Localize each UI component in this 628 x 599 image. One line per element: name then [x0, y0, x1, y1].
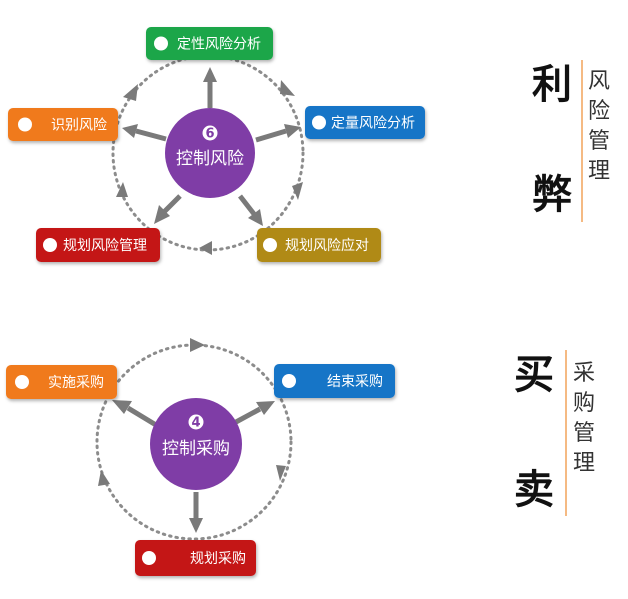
spoke-to-response	[238, 194, 256, 216]
procurement-subtitle-char: 采	[573, 361, 595, 386]
procurement-title: 买 卖 采 购 管 理	[514, 350, 595, 516]
spoke-to-identify-arrowhead	[122, 124, 138, 138]
number-badge	[282, 374, 296, 388]
risk-node-plan-management-number: 1	[46, 239, 54, 252]
procurement-ring-arrowhead	[276, 465, 286, 481]
procurement-node-close-label: 结束采购	[327, 374, 383, 390]
risk-ring-arrowhead	[199, 241, 212, 255]
procurement-hub[interactable]: 4 控制采购	[150, 398, 242, 490]
procurement-ring-arrowhead	[190, 338, 205, 352]
procurement-subtitle-char: 管	[573, 421, 595, 446]
procurement-hub-label: 控制采购	[162, 439, 230, 459]
procurement-hub-circle	[150, 398, 242, 490]
risk-cycle: 6 控制风险 3 定性风险分析 2 识别风险 4 定量风险分析	[8, 27, 425, 262]
risk-hub-number: 6	[205, 127, 214, 142]
spoke-to-close	[234, 406, 262, 425]
risk-node-quantitative-analysis[interactable]: 4 定量风险分析	[305, 106, 425, 139]
risk-subtitle-char: 理	[588, 159, 610, 184]
risk-node-qualitative-analysis-number: 3	[157, 38, 165, 51]
risk-ring-arrowhead	[292, 182, 303, 200]
spoke-to-qualitative-arrowhead	[203, 67, 217, 82]
risk-title-char: 弊	[532, 172, 572, 218]
risk-node-qualitative-analysis-label: 定性风险分析	[177, 37, 261, 53]
risk-hub-label: 控制风险	[176, 149, 244, 169]
number-badge	[18, 117, 32, 132]
risk-ring-arrowhead	[280, 80, 295, 96]
risk-node-qualitative-analysis-box	[146, 27, 273, 60]
risk-node-plan-management-label: 规划风险管理	[63, 238, 147, 254]
spoke-to-plan-arrowhead	[154, 205, 170, 224]
risk-node-plan-management[interactable]: 1 规划风险管理	[36, 228, 160, 262]
number-badge	[142, 551, 156, 565]
number-badge	[154, 36, 168, 51]
risk-node-identify[interactable]: 2 识别风险	[8, 108, 118, 141]
procurement-node-plan[interactable]: 1 规划采购	[135, 540, 256, 576]
spoke-to-plan-arrowhead	[189, 518, 203, 533]
risk-node-plan-response[interactable]: 5 规划风险应对	[257, 228, 381, 262]
risk-spokes	[122, 67, 301, 226]
risk-node-identify-box	[8, 108, 118, 141]
procurement-subtitle-char: 理	[573, 451, 595, 476]
spoke-to-response-arrowhead	[248, 209, 263, 226]
risk-node-identify-label: 识别风险	[51, 118, 107, 134]
risk-node-qualitative-analysis[interactable]: 3 定性风险分析	[146, 27, 273, 60]
number-badge	[43, 238, 57, 252]
procurement-node-close-number: 3	[285, 375, 293, 388]
procurement-node-conduct[interactable]: 2 实施采购	[6, 365, 117, 399]
risk-node-plan-response-box	[257, 228, 381, 262]
procurement-node-plan-box	[135, 540, 256, 576]
procurement-spokes	[112, 400, 275, 533]
procurement-node-conduct-box	[6, 365, 117, 399]
procurement-hub-number: 4	[191, 416, 200, 431]
spoke-to-quantitative	[255, 128, 287, 143]
procurement-subtitle-char: 购	[573, 391, 595, 416]
risk-node-identify-number: 2	[21, 119, 29, 132]
procurement-node-plan-number: 1	[145, 552, 153, 565]
spoke-to-conduct-arrowhead	[112, 400, 132, 414]
risk-node-quantitative-analysis-number: 4	[315, 117, 323, 130]
risk-node-quantitative-analysis-label: 定量风险分析	[331, 116, 415, 132]
risk-hub-number-badge	[202, 125, 218, 141]
risk-hub-circle	[165, 108, 255, 198]
risk-ring-arrowhead	[116, 182, 128, 197]
spoke-to-plan	[162, 194, 182, 214]
spoke-to-quantitative-arrowhead	[284, 124, 301, 138]
risk-node-plan-response-label: 规划风险应对	[285, 237, 369, 254]
risk-hub[interactable]: 6 控制风险	[165, 108, 255, 198]
number-badge	[312, 115, 326, 130]
risk-title-char: 利	[532, 62, 572, 108]
spoke-to-identify	[135, 128, 167, 142]
procurement-title-char: 卖	[514, 467, 554, 513]
procurement-hub-number-badge	[188, 414, 204, 430]
number-badge	[263, 238, 277, 252]
procurement-node-close[interactable]: 3 结束采购	[274, 364, 395, 398]
procurement-node-close-box	[274, 364, 395, 398]
risk-title: 利 弊 风 险 管 理	[532, 60, 610, 222]
risk-node-quantitative-analysis-box	[305, 106, 425, 139]
procurement-node-plan-label: 规划采购	[190, 551, 246, 567]
risk-subtitle-char: 管	[588, 129, 610, 154]
procurement-ring-arrowhead	[98, 470, 110, 486]
spoke-to-close-arrowhead	[256, 401, 275, 415]
spoke-to-conduct	[126, 405, 158, 428]
risk-node-plan-management-box	[36, 228, 160, 262]
number-badge	[15, 375, 29, 389]
procurement-title-char: 买	[514, 352, 554, 398]
procurement-node-conduct-number: 2	[18, 376, 26, 389]
risk-subtitle-char: 险	[588, 99, 610, 124]
risk-subtitle-char: 风	[588, 69, 610, 94]
risk-node-plan-response-number: 5	[266, 239, 274, 252]
procurement-cycle: 4 控制采购 2 实施采购 3 结束采购 1 规划采购	[6, 338, 395, 576]
risk-ring-arrowhead	[123, 84, 138, 101]
procurement-node-conduct-label: 实施采购	[48, 375, 104, 391]
